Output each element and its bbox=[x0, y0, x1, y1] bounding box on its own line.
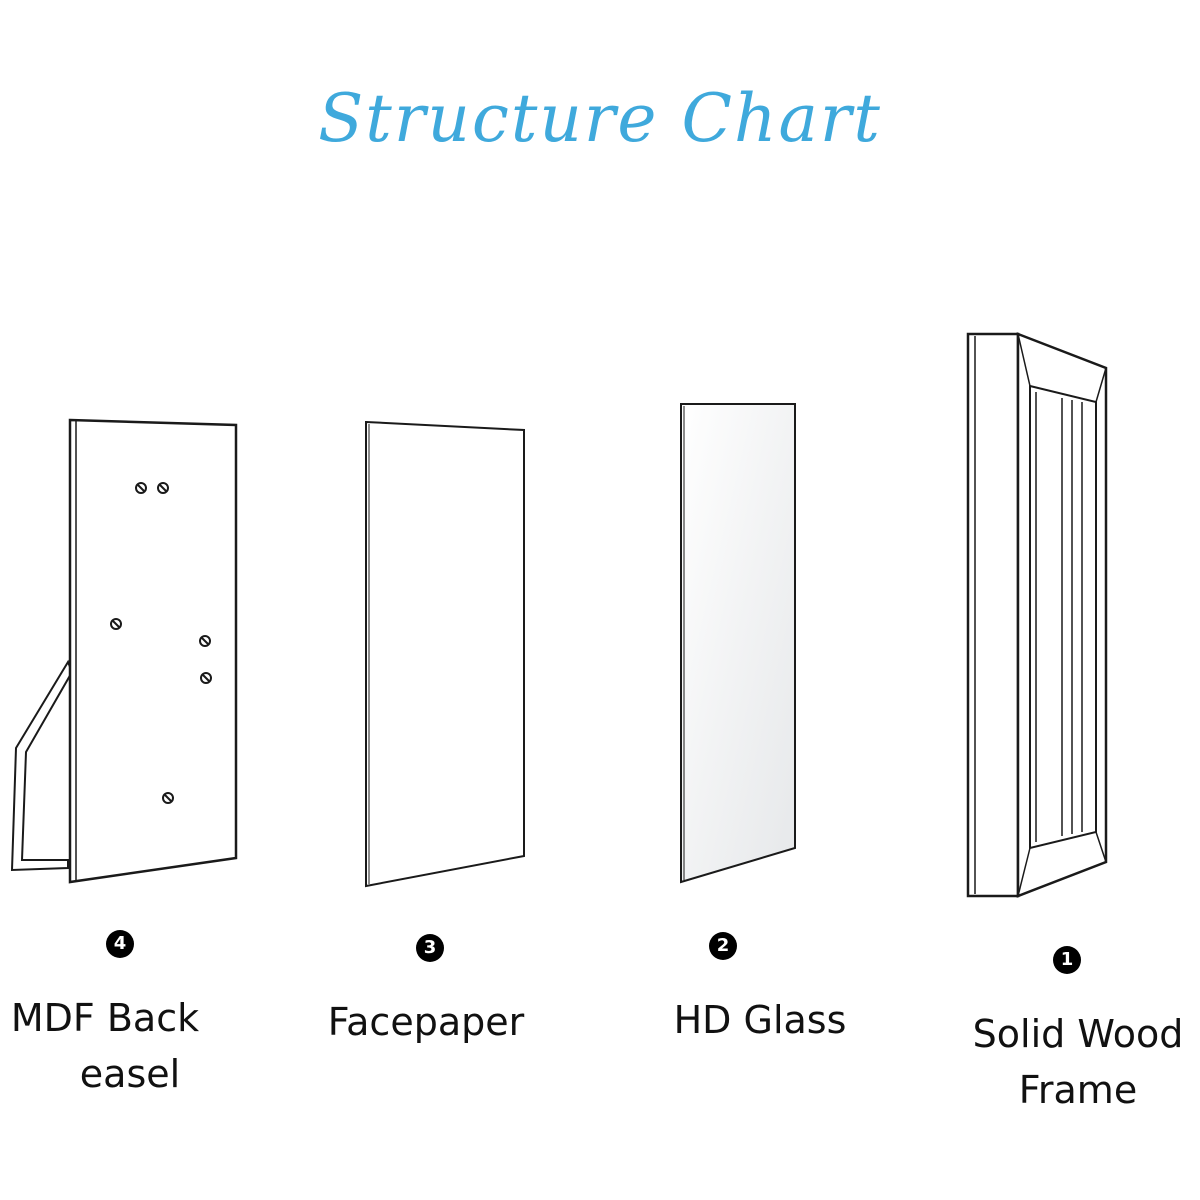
part-label-hd-glass: HD Glass bbox=[650, 992, 870, 1048]
part-label-line: MDF Back bbox=[10, 996, 200, 1040]
part-label-facepaper: Facepaper bbox=[306, 994, 546, 1050]
part-label-mdf-back-easel: MDF Back easel bbox=[0, 990, 210, 1102]
clip-icon bbox=[200, 672, 212, 684]
clip-icon bbox=[157, 482, 169, 494]
part-label-line: easel bbox=[79, 1052, 181, 1096]
diagram-title: Structure Chart bbox=[318, 80, 882, 157]
clip-icon bbox=[135, 482, 147, 494]
mdf-back-board bbox=[68, 418, 238, 884]
back-clips bbox=[110, 482, 212, 804]
part-number-badge: 1 bbox=[1053, 946, 1081, 974]
easel-stand bbox=[10, 659, 74, 872]
clip-icon bbox=[199, 635, 211, 647]
part-label-line: Solid Wood bbox=[972, 1012, 1184, 1056]
part-number-badge: 3 bbox=[416, 934, 444, 962]
part-number-badge: 2 bbox=[709, 932, 737, 960]
wood-frame-icon bbox=[966, 332, 1108, 898]
part-label-line: Frame bbox=[1018, 1068, 1138, 1112]
glass-pane-icon bbox=[680, 403, 796, 884]
part-label-line: HD Glass bbox=[673, 998, 847, 1042]
part-label-solid-wood-frame: Solid Wood Frame bbox=[956, 1006, 1200, 1118]
part-label-line: Facepaper bbox=[327, 1000, 525, 1044]
facepaper-sheet-icon bbox=[365, 420, 525, 888]
mdf-back-easel-icon bbox=[10, 418, 238, 884]
part-number-badge: 4 bbox=[106, 930, 134, 958]
clip-icon bbox=[162, 792, 174, 804]
clip-icon bbox=[110, 618, 122, 630]
